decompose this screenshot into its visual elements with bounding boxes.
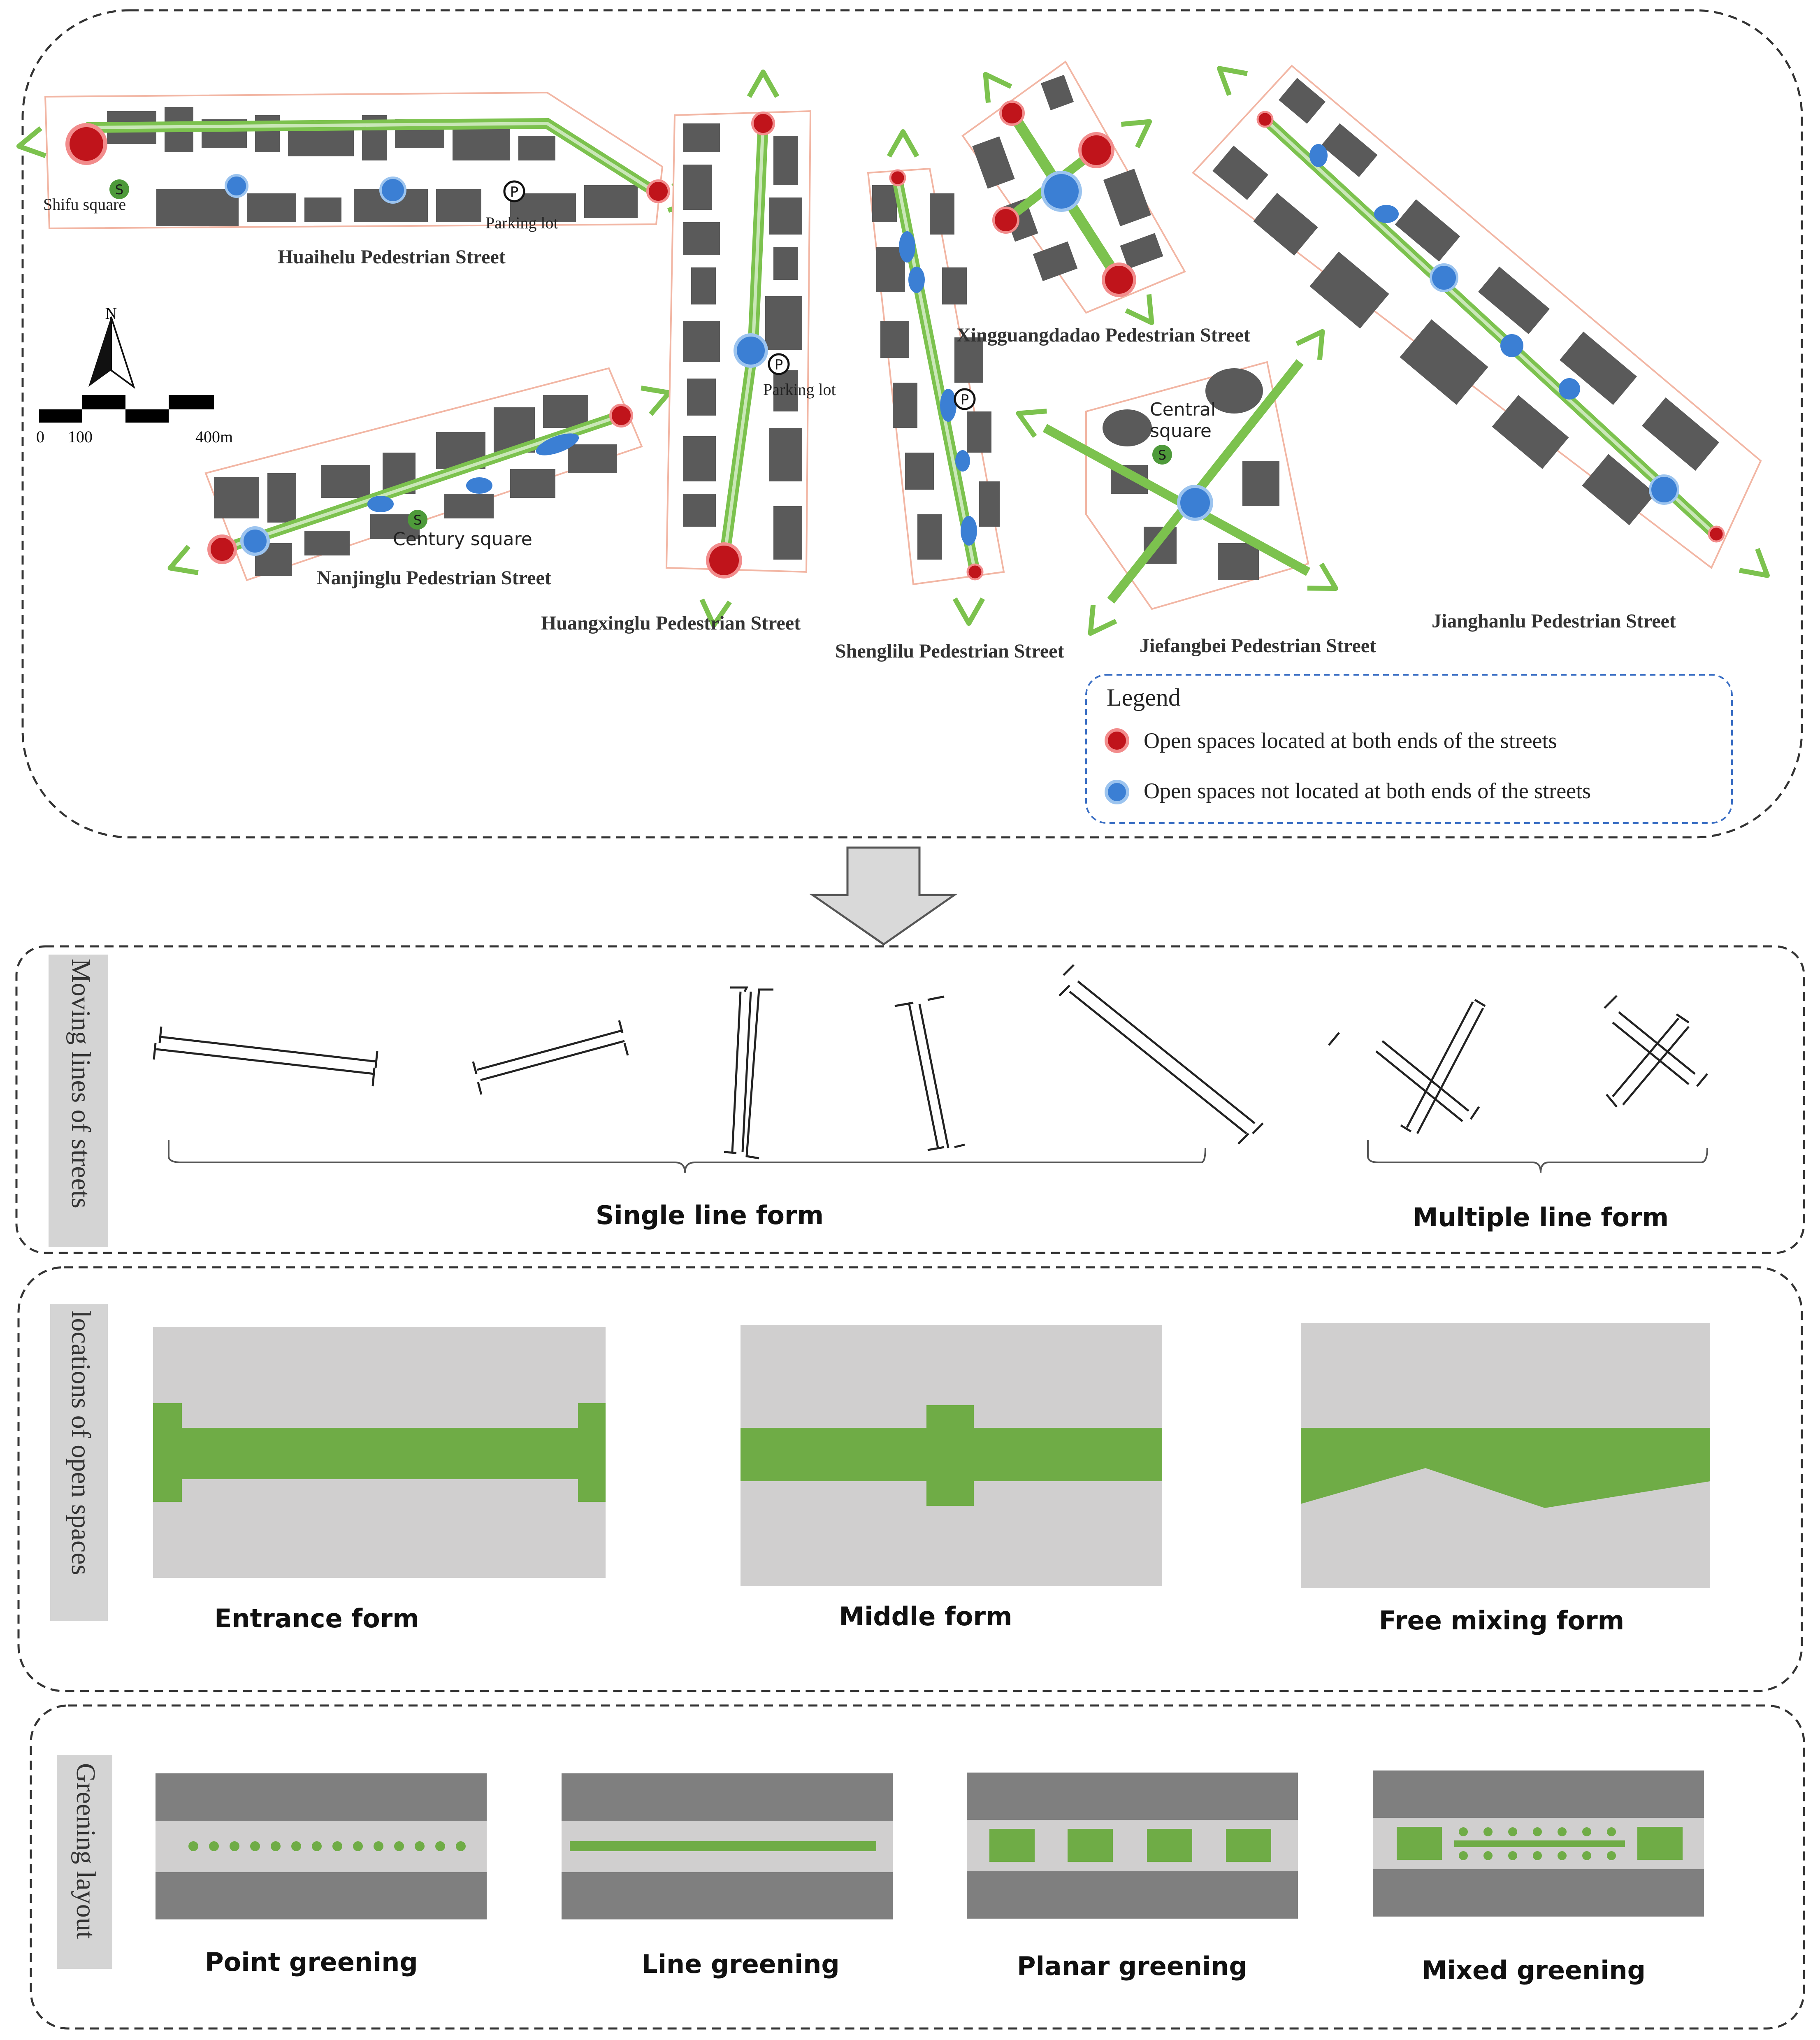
- parking-symbol-text-3: P: [961, 392, 969, 408]
- parking-lot-label-1: Parking lot: [485, 214, 558, 232]
- open-spaces-section-label: locations of open spaces: [66, 1310, 96, 1575]
- mixed-greening-diagram: [1373, 1770, 1704, 1917]
- legend-blue-node-icon: [1105, 780, 1129, 804]
- square-symbol-text-2: S: [413, 512, 422, 528]
- multiple-line-form-label: Multiple line form: [1413, 1202, 1669, 1232]
- central-square-symbol-icon: [1152, 445, 1172, 465]
- scale-tick-400: 400m: [195, 428, 233, 446]
- jianghanlu-street-map: [1192, 58, 1776, 586]
- shifu-square-symbol-icon: [109, 179, 129, 199]
- middle-form-diagram: [741, 1325, 1162, 1586]
- shenglilu-street-map: [867, 132, 1005, 623]
- planar-greening-label: Planar greening: [1017, 1951, 1247, 1981]
- nanjinglu-street-label: Nanjinglu Pedestrian Street: [317, 567, 551, 589]
- jiefangbei-street-label: Jiefangbei Pedestrian Street: [1140, 635, 1376, 657]
- single-line-brace: [168, 1140, 1206, 1173]
- line-greening-label: Line greening: [641, 1949, 840, 1979]
- down-arrow-icon: [809, 846, 958, 946]
- single-line-forms: [153, 964, 1264, 1159]
- central-square-label-line2: square: [1150, 421, 1212, 441]
- open-spaces-panel-border: [17, 1266, 1803, 1692]
- greening-section-label: Greening layout: [71, 1763, 101, 1939]
- map-panel-border: [21, 9, 1803, 839]
- century-square-symbol-icon: [408, 510, 427, 530]
- parking-lot-label-2: Parking lot: [763, 380, 836, 399]
- jianghanlu-street-label: Jianghanlu Pedestrian Street: [1432, 610, 1676, 632]
- middle-form-label: Middle form: [839, 1601, 1012, 1631]
- north-label: N: [105, 304, 117, 323]
- legend-box: [1085, 674, 1733, 824]
- square-symbol-text: S: [115, 182, 123, 197]
- parking-symbol-icon: [503, 180, 525, 202]
- square-symbol-text-3: S: [1158, 447, 1166, 463]
- scale-tick-0: 0: [36, 428, 44, 446]
- legend-red-node-icon: [1105, 728, 1129, 753]
- planar-greening-diagram: [967, 1773, 1298, 1919]
- multiple-line-brace: [1367, 1140, 1708, 1173]
- entrance-form-diagram: [153, 1327, 606, 1578]
- single-line-form-label: Single line form: [596, 1200, 824, 1230]
- greening-panel-border: [30, 1704, 1805, 2030]
- line-greening-diagram: [562, 1773, 893, 1919]
- scale-bar: [39, 395, 214, 423]
- legend-red-item: Open spaces located at both ends of the …: [1144, 728, 1557, 753]
- free-mixing-form-diagram: [1301, 1323, 1710, 1588]
- legend-title: Legend: [1107, 684, 1181, 711]
- huangxinglu-street-label: Huangxinglu Pedestrian Street: [541, 612, 801, 634]
- century-square-label: Century square: [393, 529, 532, 550]
- parking-symbol-icon-2: [768, 353, 790, 375]
- parking-symbol-icon-3: [954, 388, 976, 410]
- scale-tick-100: 100: [68, 428, 93, 446]
- free-mixing-form-label: Free mixing form: [1379, 1606, 1625, 1636]
- parking-symbol-text: P: [510, 184, 519, 200]
- shenglilu-street-label: Shenglilu Pedestrian Street: [835, 640, 1064, 662]
- parking-symbol-text-2: P: [775, 357, 783, 373]
- open-spaces-section-tab: [50, 1304, 108, 1621]
- shifu-square-label: Shifu square: [43, 195, 126, 214]
- point-greening-diagram: [156, 1773, 487, 1919]
- point-greening-label: Point greening: [205, 1947, 418, 1977]
- huaihelu-street-label: Huaihelu Pedestrian Street: [278, 246, 506, 268]
- central-square-label-line1: Central: [1150, 399, 1216, 420]
- entrance-form-label: Entrance form: [214, 1603, 419, 1633]
- moving-lines-section-label: Moving lines of streets: [66, 959, 96, 1208]
- xingguangdadao-street-label: Xingguangdadao Pedestrian Street: [956, 324, 1250, 346]
- moving-lines-panel-border: [15, 945, 1805, 1254]
- north-arrow-icon: [88, 316, 135, 389]
- greening-section-tab: [57, 1755, 112, 1969]
- legend-blue-item: Open spaces not located at both ends of …: [1144, 778, 1591, 803]
- jiefangbei-street-map: [1012, 323, 1343, 641]
- xingguangdadao-street-map: [961, 60, 1186, 331]
- moving-lines-section-tab: [49, 955, 108, 1247]
- huangxinglu-street-map: [665, 72, 812, 627]
- mixed-greening-label: Mixed greening: [1422, 1955, 1646, 1985]
- multiple-line-forms: [1328, 995, 1708, 1134]
